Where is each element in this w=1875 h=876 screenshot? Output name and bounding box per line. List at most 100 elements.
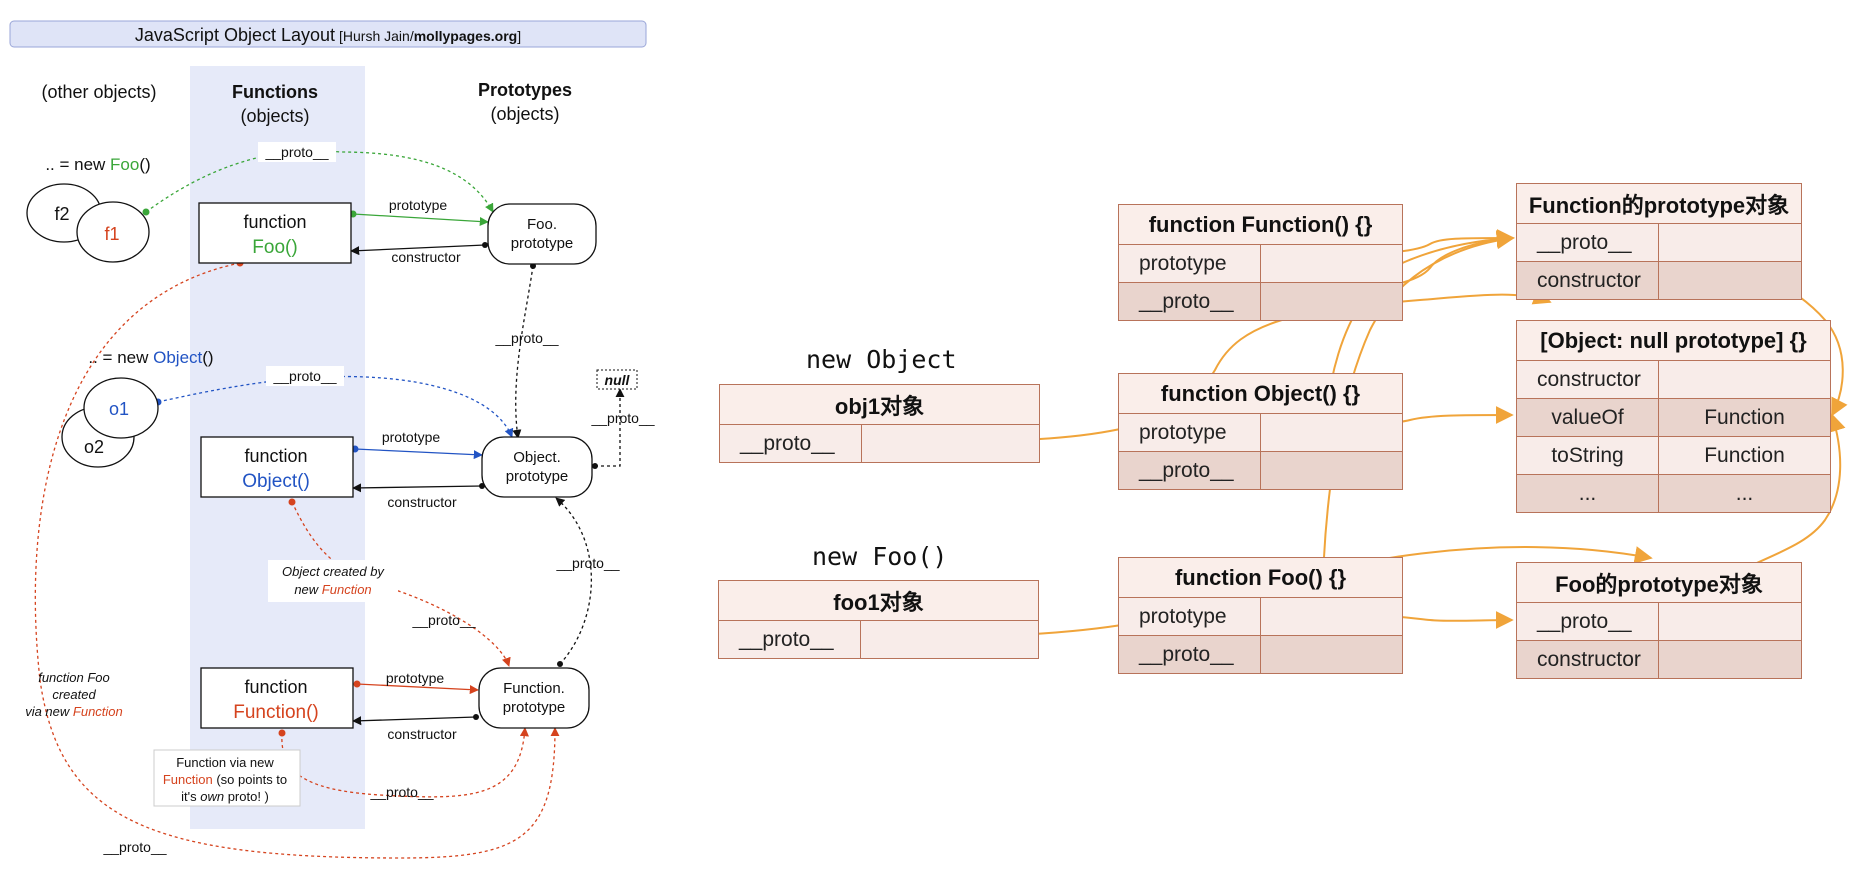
note-foo-created-l3: via new Function — [25, 704, 123, 719]
row-value — [861, 621, 1038, 658]
box-function-function: function Function() {} prototype __proto… — [1118, 204, 1403, 321]
row-value — [1659, 361, 1830, 398]
box-function-object-row: prototype — [1119, 413, 1402, 451]
label-proto-function-prototype: __proto__ — [555, 555, 619, 571]
object-prototype-node — [481, 436, 593, 498]
box-function-prototype-object-row: constructor — [1517, 261, 1801, 299]
box-function-foo-title: function Foo() {} — [1119, 558, 1402, 597]
note-object-created-l1: Object created by — [282, 564, 385, 579]
box-null-prototype-object-title: [Object: null prototype] {} — [1517, 321, 1830, 360]
row-value: Function — [1704, 443, 1785, 467]
dot-object-proto-src — [592, 463, 598, 469]
row-value — [1261, 283, 1402, 320]
row-key: ... — [1517, 475, 1659, 512]
box-foo-prototype-object-row: constructor — [1517, 640, 1801, 678]
row-key: toString — [1517, 437, 1659, 474]
col-functions-sub: (objects) — [240, 106, 309, 126]
box-function-foo: function Foo() {} prototype __proto__ — [1118, 557, 1403, 674]
dot-foo-constructor — [482, 242, 488, 248]
note-foo-created-l2: created — [52, 687, 96, 702]
box-function-object-title: function Object() {} — [1119, 374, 1402, 413]
row-value — [1261, 452, 1402, 489]
box-foo1: foo1对象 __proto__ — [718, 580, 1039, 659]
box-null-prototype-object-row: constructor — [1517, 360, 1830, 398]
function-object-word: function — [244, 446, 307, 466]
row-key: __proto__ — [1517, 603, 1659, 640]
edge-foo-constructor — [350, 244, 486, 256]
label-bg — [95, 838, 175, 858]
note-fn-via-l3: it's own proto! ) — [181, 789, 269, 804]
box-function-foo-row: __proto__ — [1119, 635, 1402, 673]
object-prototype-l1: Object. — [513, 449, 561, 466]
edge-function-prototype-proto — [555, 497, 592, 665]
function-prototype-l1: Function. — [503, 680, 565, 697]
row-value — [1261, 598, 1402, 635]
box-foo1-title: foo1对象 — [719, 581, 1038, 620]
col-other-heading: (other objects) — [41, 82, 156, 102]
function-object-box — [200, 436, 354, 498]
function-foo-box — [198, 202, 352, 264]
box-null-prototype-object: [Object: null prototype] {} constructor … — [1516, 320, 1831, 513]
edge-o1-proto-object-prototype — [157, 375, 514, 438]
edge-function-prototype — [356, 683, 479, 695]
dot-object-fn-proto — [288, 498, 296, 506]
edge-foo-prototype — [352, 213, 489, 227]
row-value: ... — [1735, 481, 1754, 505]
note-object-created-l2: new Function — [294, 582, 371, 597]
null-node — [596, 369, 638, 390]
label-prototype-function: prototype — [386, 670, 445, 686]
foo-prototype-l1: Foo. — [527, 216, 557, 233]
box-foo1-row: __proto__ — [719, 620, 1038, 658]
row-key: __proto__ — [719, 621, 861, 658]
object-f2-label: f2 — [54, 204, 69, 224]
title-text: JavaScript Object Layout[Hursh Jain/moll… — [135, 25, 521, 45]
edge-function-constructor — [352, 716, 477, 726]
function-object-name: Object() — [242, 471, 310, 492]
function-prototype-node — [478, 667, 590, 729]
null-label: null — [605, 372, 631, 388]
box-null-prototype-object-row: toString Function — [1517, 436, 1830, 474]
function-function-name: Function() — [233, 702, 319, 723]
object-f1-label: f1 — [104, 224, 119, 244]
dot-f1 — [142, 208, 150, 216]
edge-object-prototype-proto-null — [595, 388, 625, 467]
box-null-prototype-object-row: ...... — [1517, 474, 1830, 512]
note-fn-via-box — [153, 749, 301, 807]
label-constructor-object: constructor — [387, 494, 457, 510]
edge-object-fn-proto — [291, 501, 511, 667]
arrow-obj1-proto — [949, 287, 1552, 443]
col-prototypes-heading: Prototypes — [478, 80, 572, 100]
dot-function-constructor — [473, 714, 479, 720]
object-prototype-l2: prototype — [506, 468, 569, 485]
edge-object-prototype — [354, 448, 483, 460]
box-function-foo-row: prototype — [1119, 597, 1402, 635]
object-o1 — [83, 377, 159, 439]
row-key: __proto__ — [1517, 224, 1659, 261]
note-object-created-bg — [268, 560, 398, 602]
row-key: prototype — [1119, 414, 1261, 451]
box-function-prototype-object-row: __proto__ — [1517, 223, 1801, 261]
row-key: constructor — [1517, 262, 1659, 299]
object-o2-label: o2 — [84, 437, 104, 457]
row-value — [1261, 636, 1402, 673]
new-object-label: .. = new Object() — [88, 348, 213, 367]
foo-prototype-l2: prototype — [511, 235, 574, 252]
foo-prototype-node — [487, 203, 597, 265]
box-foo-prototype-object-row: __proto__ — [1517, 602, 1801, 640]
dot-function-prototype — [353, 680, 361, 688]
dot-function-proto-src — [557, 661, 563, 667]
box-function-object: function Object() {} prototype __proto__ — [1118, 373, 1403, 490]
row-key: prototype — [1119, 245, 1261, 282]
dot-function-fn-proto — [278, 729, 286, 737]
row-value: Function — [1704, 405, 1785, 429]
function-foo-name: Foo() — [252, 237, 297, 258]
label-proto-f1: __proto__ — [264, 144, 328, 160]
row-value — [1659, 224, 1801, 261]
box-function-prototype-object: Function的prototype对象 __proto__ construct… — [1516, 183, 1802, 300]
edge-foo-fn-proto — [34, 262, 560, 859]
box-obj1: obj1对象 __proto__ — [719, 384, 1040, 463]
box-foo-prototype-object: Foo的prototype对象 __proto__ constructor — [1516, 562, 1802, 679]
box-obj1-title: obj1对象 — [720, 385, 1039, 424]
